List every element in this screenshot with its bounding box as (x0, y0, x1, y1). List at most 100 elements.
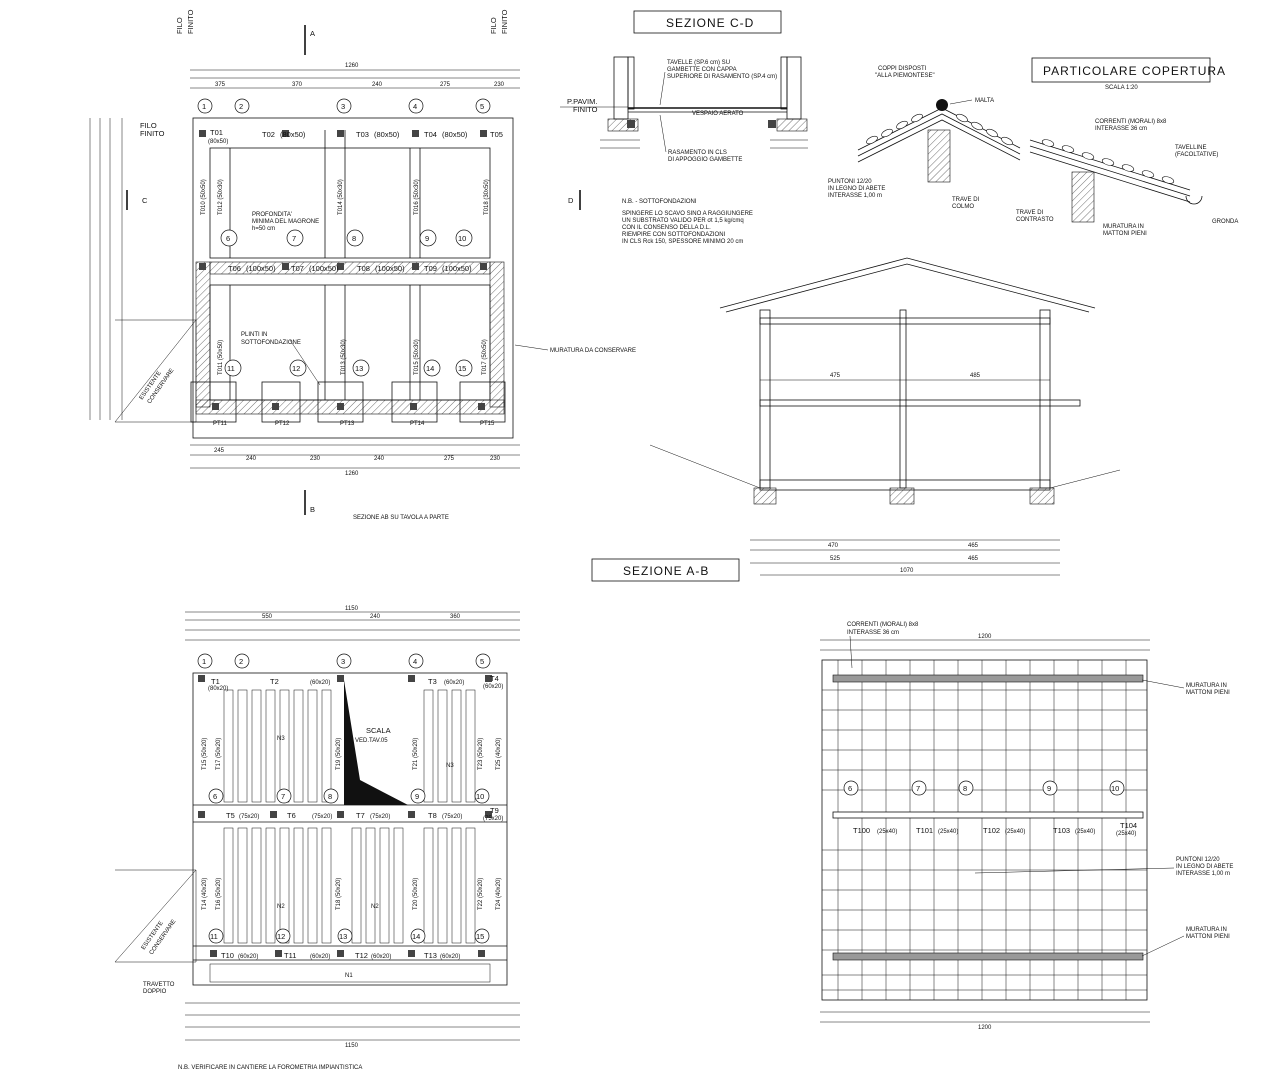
solaio-vertical-labels: T15 (50x20) T17 (50x20) T19 (50x20) T21 … (202, 738, 502, 910)
beam-t4-size: (60x20) (483, 684, 503, 690)
vespaio: VESPAIO AERATO (692, 111, 744, 117)
roof-puntoni-3: INTERASSE 1,00 m (1176, 871, 1230, 877)
solaio-axis-bubbles: 1 2 3 4 5 (197, 653, 491, 669)
beam-t09-size: (100x50) (442, 264, 472, 273)
filo-label-left: FILO (140, 121, 157, 130)
dim-bot-5: 275 (444, 456, 455, 462)
scala-label: SCALA 1:20 (1105, 85, 1138, 91)
dim-top-1: 375 (215, 82, 226, 88)
beam-t8-size: (75x20) (442, 814, 462, 820)
foundation-top-beams: T01 (80x50) T02 (80x50) T03 (80x50) T04 … (208, 128, 503, 145)
roof-beam-t100: T100 (853, 826, 870, 835)
gronda: GRONDA (1212, 219, 1238, 225)
ab-total-1: 525 (830, 556, 841, 562)
dim-bot-6: 230 (490, 456, 501, 462)
tavelle-2: GAMBETTE CON CAPPA (667, 67, 737, 73)
filo-finito-top-right: FILO (489, 17, 498, 34)
sezione-cd-title: SEZIONE C-D (666, 16, 754, 30)
roof-bay-9: 9 (1047, 784, 1051, 793)
section-marker-d: D (568, 196, 574, 205)
beam-t010: T010 (50x50) (201, 179, 207, 215)
total-dim-top: 1260 (345, 63, 359, 69)
foundation-vertical-beams: T010 (50x50) T012 (50x30) T014 (50x30) T… (201, 179, 490, 375)
foundation-plan: FILO FINITO FILO FINITO A B C D FILO FIN… (89, 9, 636, 521)
bay-7: 7 (292, 234, 296, 243)
roof-beam-t100-size: (25x40) (877, 829, 897, 835)
tavelle-1: TAVELLE (SP.6 cm) SU (667, 60, 730, 66)
roof-total-top: 1200 (978, 634, 992, 640)
particolare-copertura: PARTICOLARE COPERTURA SCALA 1:20 (828, 57, 1238, 237)
dim-top-2: 370 (292, 82, 303, 88)
copertura-muratura-2: MATTONI PIENI (1103, 231, 1147, 237)
profondita-2: MINIMA DEL MAGRONE (252, 219, 319, 225)
solaio-dim-2: 240 (370, 614, 381, 620)
roof-muratura-top-2: MATTONI PIENI (1186, 690, 1230, 696)
roof-bay-8: 8 (963, 784, 967, 793)
ab-span-2: 465 (968, 543, 979, 549)
beam-t19: T19 (50x20) (336, 738, 342, 770)
beam-t08-size: (100x50) (375, 264, 405, 273)
ab-total-2: 465 (968, 556, 979, 562)
total-dim-bottom: 1260 (345, 471, 359, 477)
slab-n1: N1 (345, 973, 353, 979)
beam-t11-size: (60x20) (310, 954, 330, 960)
coppi-2: "ALLA PIEMONTESE" (875, 73, 935, 79)
beam-t2-size: (60x20) (310, 680, 330, 686)
dim-top-5: 230 (494, 82, 505, 88)
roof-bay-10: 10 (1111, 784, 1119, 793)
beam-t016: T016 (50x30) (414, 179, 420, 215)
beam-t11: T11 (284, 951, 296, 960)
rasamento-2: DI APPOGGIO GAMBETTE (668, 157, 742, 163)
section-marker-c: C (142, 196, 148, 205)
beam-t18: T18 (50x20) (336, 878, 342, 910)
pavim-1: P.PAVIM. (567, 97, 597, 106)
beam-t014: T014 (50x30) (338, 179, 344, 215)
beam-t2: T2 (270, 677, 279, 686)
roof-plan: 1200 6 7 8 9 (820, 622, 1233, 1031)
beam-t21: T21 (50x20) (413, 738, 419, 770)
beam-t24: T24 (40x20) (496, 878, 502, 910)
nb-line-5: RIEMPIRE CON SOTTOFONDAZIONI (622, 232, 726, 238)
roof-muratura-top-1: MURATURA IN (1186, 683, 1227, 689)
solaio-columns (198, 675, 492, 957)
nb-sottofondazioni: N.B. - SOTTOFONDAZIONI SPINGERE LO SCAVO… (622, 199, 753, 245)
roof-battens (822, 689, 1147, 991)
travetto-2: DOPPIO (143, 989, 167, 995)
dim-bot-4: 240 (374, 456, 385, 462)
nb-line-3: UN SUBSTRATO VALIDO PER σt 1,5 kg/cmq (622, 218, 744, 224)
plinti-1: PLINTI IN (241, 332, 267, 338)
nb-line-6: IN CLS Rck 150, SPESSORE MINIMO 20 cm (622, 239, 743, 245)
profondita-1: PROFONDITA' (252, 212, 292, 218)
rasamento-1: RASAMENTO IN CLS (668, 150, 727, 156)
plinth-pt12: PT12 (275, 421, 290, 427)
beam-t12: T12 (355, 951, 368, 960)
roof-beam-t102: T102 (983, 826, 1000, 835)
beam-t17: T17 (50x20) (216, 738, 222, 770)
dim-bot-1: 245 (214, 448, 225, 454)
plinth-labels: PT11 PT12 PT13 PT14 PT15 (213, 421, 495, 427)
ab-span-1: 470 (828, 543, 839, 549)
roof-correnti-2: INTERASSE 36 cm (847, 630, 899, 636)
solaio-bay-7: 7 (281, 792, 285, 801)
beam-t7: T7 (356, 811, 365, 820)
dim-bot-3: 230 (310, 456, 321, 462)
beam-t018: T018 (30x50) (484, 179, 490, 215)
solaio-bay-6: 6 (213, 792, 217, 801)
solaio-axis-4: 4 (413, 657, 417, 666)
nb-line-1: N.B. - SOTTOFONDAZIONI (622, 199, 697, 205)
beam-t3: T3 (428, 677, 437, 686)
roof-beam-t104: T104 (1120, 821, 1137, 830)
beam-t5: T5 (226, 811, 235, 820)
beam-t20: T20 (50x20) (413, 878, 419, 910)
roof-beam-t102-size: (25x40) (1005, 829, 1025, 835)
solaio-beam-labels: T1 (80x20) T2 (60x20) T3 (60x20) T4 (60x… (208, 674, 503, 960)
beam-t8: T8 (428, 811, 437, 820)
beam-t9-size: (75x20) (483, 816, 503, 822)
beam-t013: T013 (50x30) (341, 339, 347, 375)
roof-bay-6: 6 (848, 784, 852, 793)
tavelline-2: (FACOLTATIVE) (1175, 152, 1218, 158)
beam-t6-size: (75x20) (312, 814, 332, 820)
tavelline-1: TAVELLINE (1175, 145, 1206, 151)
foundation-columns (199, 130, 487, 410)
roof-beam-t103-size: (25x40) (1075, 829, 1095, 835)
